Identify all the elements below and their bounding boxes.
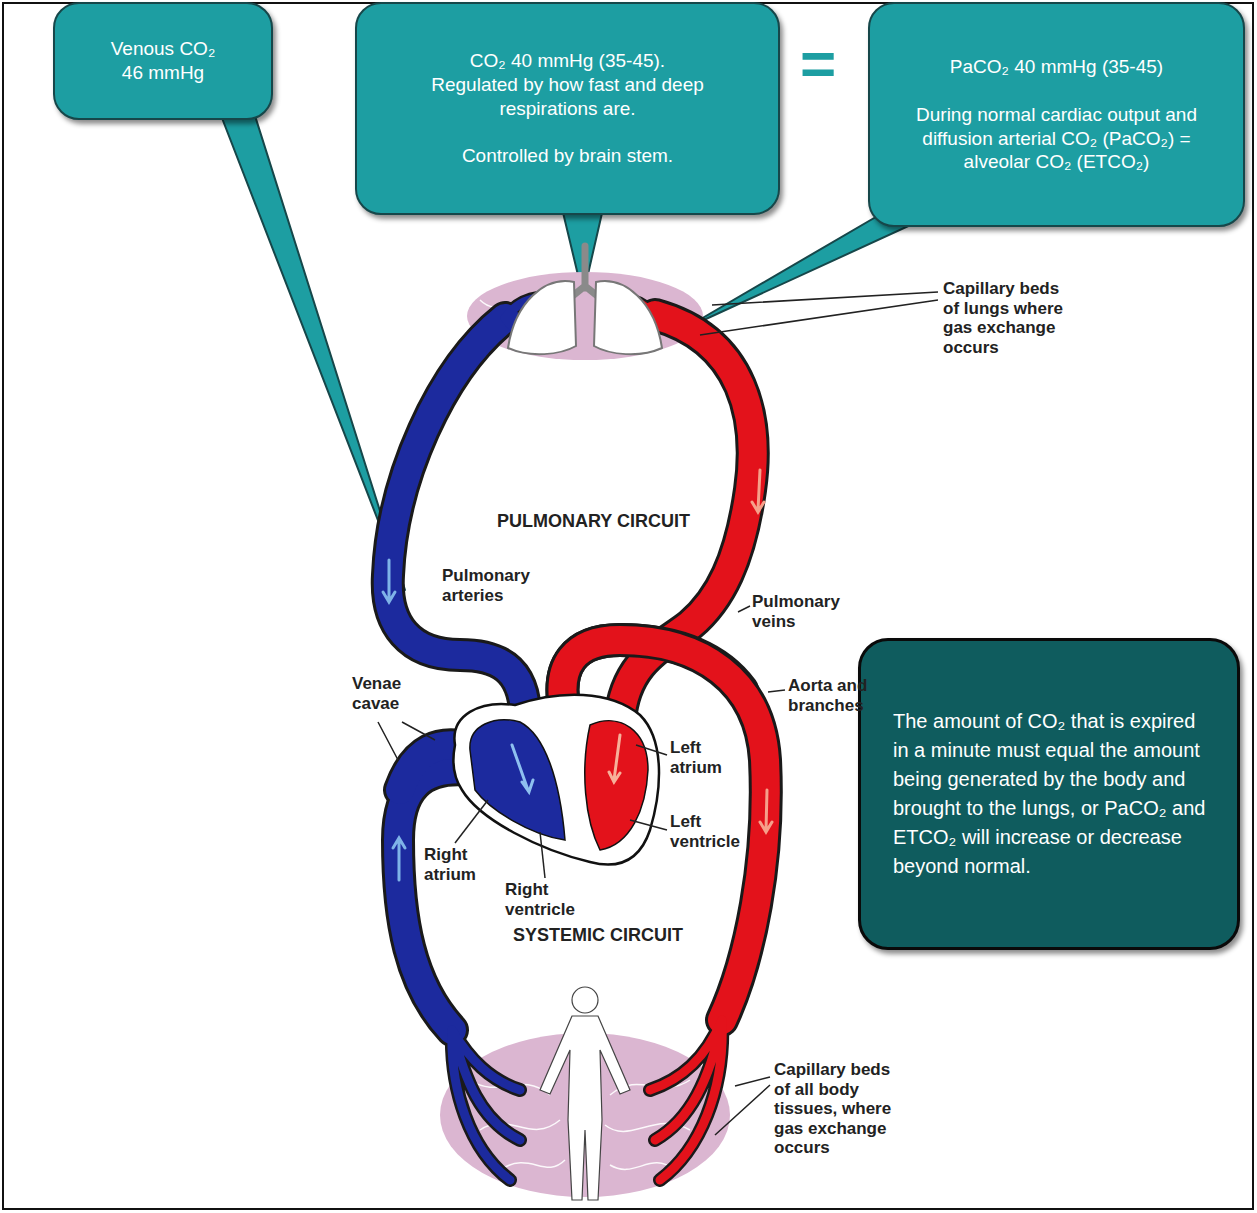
part-label: Right atrium: [424, 845, 488, 884]
blood-vessel: [650, 1020, 722, 1180]
leader-line: [768, 690, 785, 692]
leader-line: [455, 800, 488, 843]
part-label: Pulmonary arteries: [442, 566, 542, 605]
callout-box: PaCO₂ 40 mmHg (35-45) During normal cardi…: [868, 2, 1245, 227]
callout-text: CO₂ 40 mmHg (35-45).: [393, 49, 742, 73]
equals-sign: =: [800, 33, 836, 95]
part-label: Venae cavae: [352, 674, 418, 713]
callout-box: CO₂ 40 mmHg (35-45).Regulated by how fas…: [355, 2, 780, 215]
blood-vessel: [398, 769, 470, 1030]
blood-vessel: [452, 1030, 520, 1180]
part-label: Left ventricle: [670, 812, 748, 851]
human-figure: [540, 987, 630, 1200]
leader-line: [715, 1077, 770, 1135]
callout-text: PaCO₂ 40 mmHg (35-45): [908, 55, 1205, 79]
heart: [453, 695, 659, 865]
frame-border: [3, 3, 1253, 1209]
blood-vessel: [388, 315, 766, 1030]
blood-vessel: [752, 470, 772, 832]
blood-vessel: [393, 838, 405, 880]
part-label: Right ventricle: [505, 880, 583, 919]
blood-vessel: [760, 790, 772, 832]
lungs: [508, 281, 576, 354]
callout-text: Venous CO₂ 46 mmHg: [105, 37, 221, 85]
part-label: Aorta and branches: [788, 676, 880, 715]
callout-text: Regulated by how fast and deep respirati…: [393, 73, 742, 121]
heart: [512, 745, 533, 792]
part-label: Capillary beds of lungs where gas exchan…: [943, 279, 1075, 357]
blood-vessel: [388, 318, 525, 1030]
circuit-title: PULMONARY CIRCUIT: [497, 511, 690, 532]
leader-line: [700, 292, 938, 335]
callout-text: The amount of CO₂ that is expired in a m…: [893, 707, 1207, 881]
heart: [470, 720, 565, 840]
blood-vessel: [383, 560, 395, 602]
callout-text: During normal cardiac output and diffusi…: [908, 103, 1205, 174]
heart: [453, 695, 659, 865]
part-label: Left atrium: [670, 738, 730, 777]
blood-vessel: [383, 560, 405, 880]
blood-vessel: [452, 1030, 520, 1180]
heart: [609, 735, 620, 782]
leader-line: [540, 832, 545, 878]
blood-vessel: [650, 1020, 722, 1180]
leader-line: [636, 745, 667, 755]
blood-vessel: [752, 470, 764, 512]
leader-line: [738, 606, 750, 612]
human-figure: [540, 1016, 630, 1200]
leader-line: [630, 820, 667, 830]
blood-vessel: [398, 769, 470, 1030]
circuit-title: SYSTEMIC CIRCUIT: [513, 925, 683, 946]
human-figure: [572, 987, 598, 1013]
heart: [585, 721, 648, 850]
callout-text: Controlled by brain stem.: [393, 144, 742, 168]
note-box: The amount of CO₂ that is expired in a m…: [858, 638, 1240, 950]
leader-line: [378, 292, 938, 1135]
lungs: [508, 246, 662, 354]
leader-line: [378, 722, 435, 760]
part-label: Pulmonary veins: [752, 592, 852, 631]
lungs: [594, 281, 662, 354]
callout-box: Venous CO₂ 46 mmHg: [53, 2, 273, 120]
part-label: Capillary beds of all body tissues, wher…: [774, 1060, 906, 1158]
